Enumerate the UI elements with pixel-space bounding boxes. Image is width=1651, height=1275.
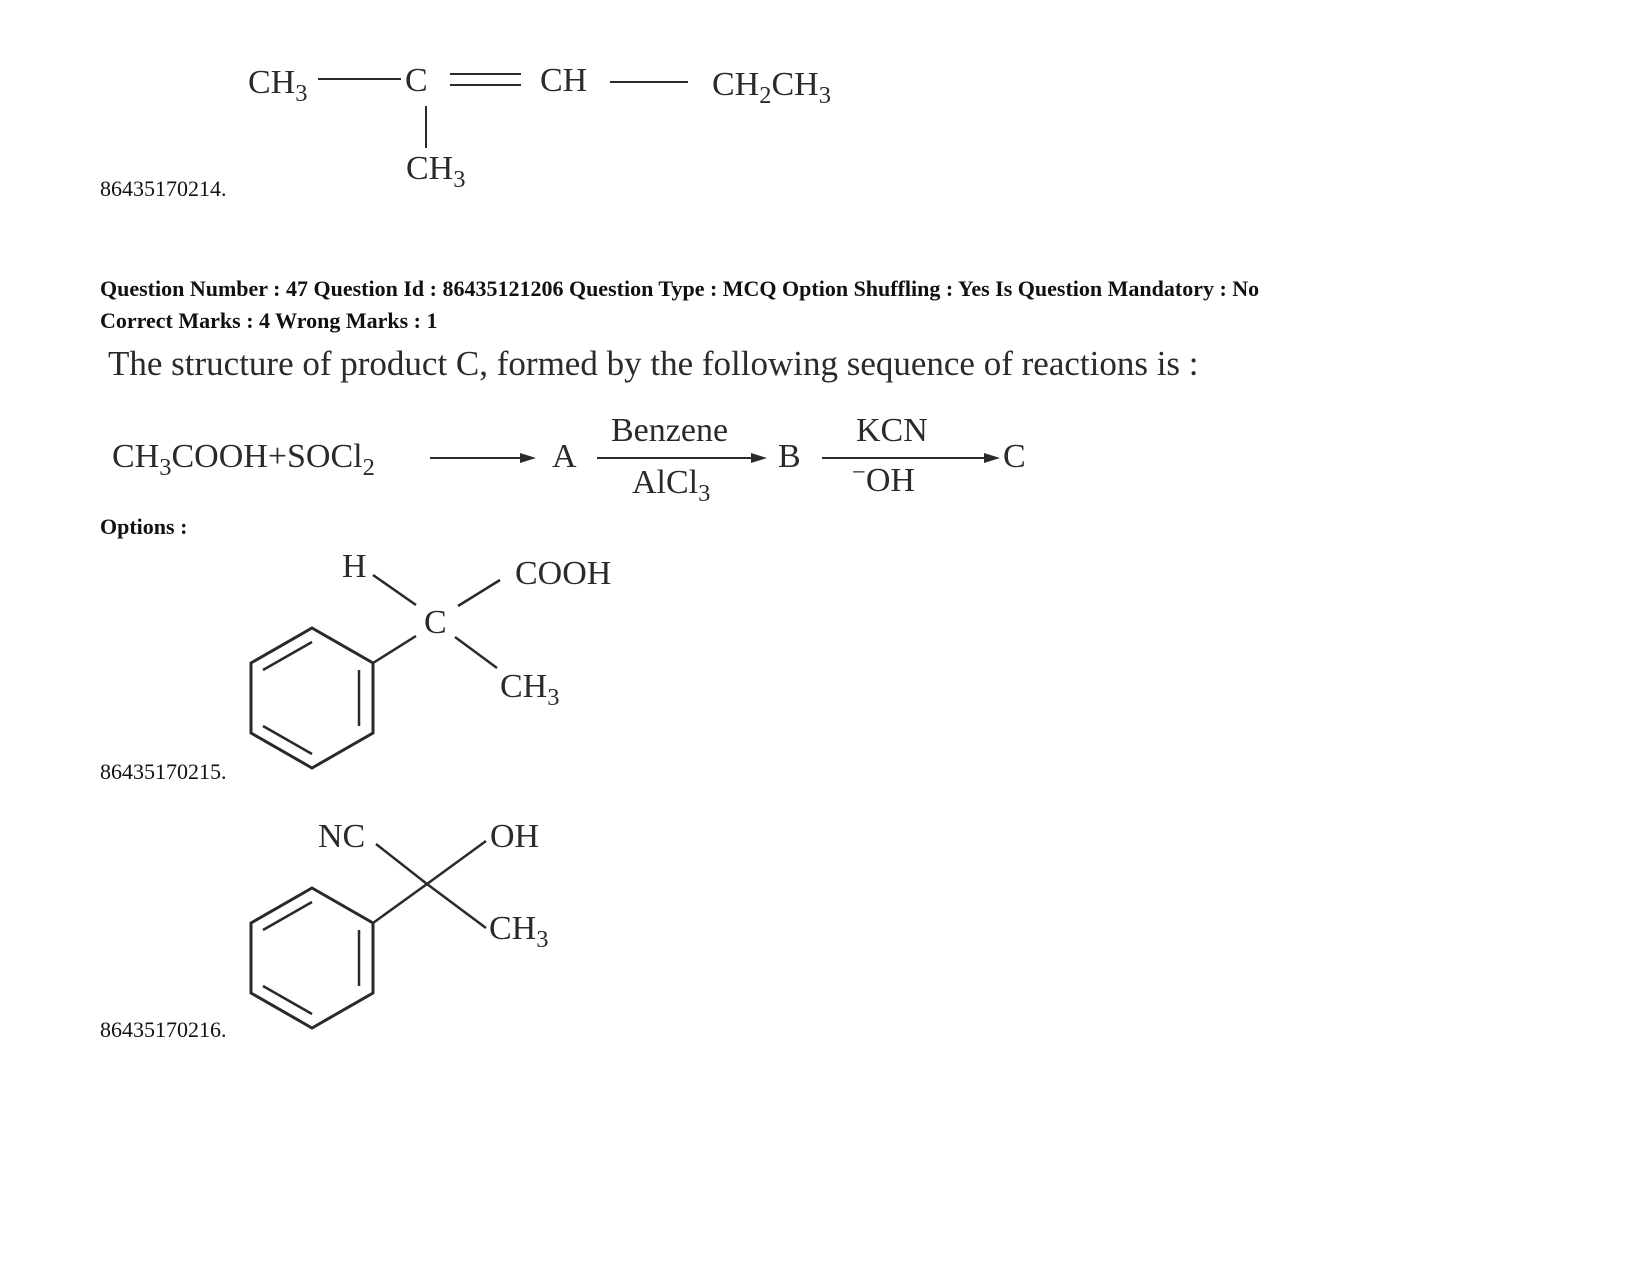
step-3-reagent: KCN <box>856 412 928 449</box>
ch3-bottom-label: CH3 <box>406 150 466 193</box>
option-2-id: 86435170216. <box>100 1017 227 1042</box>
option-1-id: 86435170215. <box>100 759 227 784</box>
ch2ch3-label: CH2CH3 <box>712 66 831 109</box>
step-2-catalyst: AlCl3 <box>632 464 711 507</box>
reactants: CH3COOH+SOCl2 <box>112 438 375 481</box>
ch3-left-label: CH3 <box>248 64 308 107</box>
nc-label: NC <box>318 818 366 855</box>
hydrogen-label: H <box>342 548 367 585</box>
arrow-1-shaft <box>430 457 522 459</box>
ch-label: CH <box>540 62 588 99</box>
carbon-label: C <box>405 62 428 99</box>
arrow-3-shaft <box>822 457 986 459</box>
arrow-3-head <box>984 453 1000 463</box>
cooh-label: COOH <box>515 555 612 592</box>
arrow-2-shaft <box>597 457 753 459</box>
question-meta-line-1: Question Number : 47 Question Id : 86435… <box>100 276 1260 301</box>
ch3-label: CH3 <box>489 910 549 953</box>
product-c: C <box>1003 438 1026 475</box>
options-label: Options : <box>100 514 188 539</box>
question-stem: The structure of product C, formed by th… <box>108 344 1199 383</box>
step-3-condition: −OH <box>852 458 915 499</box>
oh-label: OH <box>490 818 540 855</box>
product-b: B <box>778 438 801 475</box>
arrow-2-head <box>751 453 767 463</box>
carbon-label: C <box>424 604 447 641</box>
option-id: 86435170214. <box>100 176 227 201</box>
ch3-label: CH3 <box>500 668 560 711</box>
arrow-1-head <box>520 453 536 463</box>
step-2-reagent: Benzene <box>611 412 729 449</box>
product-a: A <box>552 438 577 475</box>
question-meta-line-2: Correct Marks : 4 Wrong Marks : 1 <box>100 308 438 333</box>
